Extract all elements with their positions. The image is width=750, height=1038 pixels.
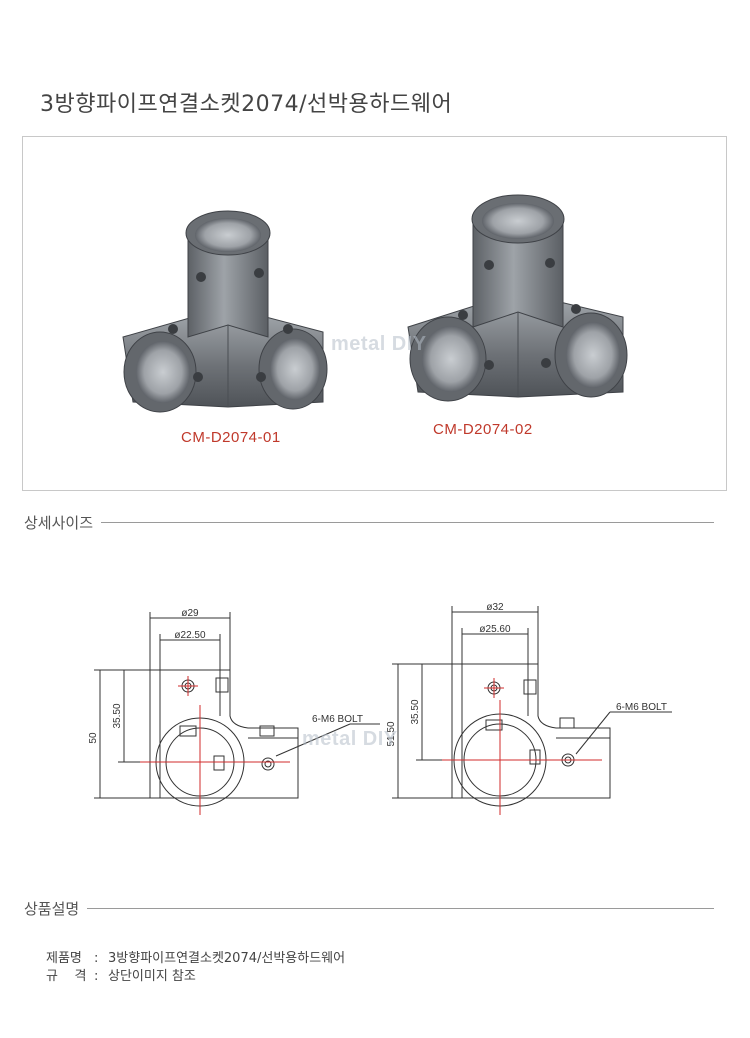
dim-1-height: 50 — [88, 732, 99, 744]
section-product-desc: 상품설명 — [24, 898, 714, 918]
drawing-1 — [94, 612, 380, 807]
dim-2-height: 51.50 — [386, 721, 397, 746]
info-label: 제품명 — [46, 951, 82, 966]
dim-2-inner-height: 35.50 — [410, 699, 421, 724]
dim-1-inner-dia: ø22.50 — [174, 630, 206, 641]
dim-1-outer-dia: ø29 — [181, 608, 199, 619]
technical-drawing: ø29 ø22.50 50 35.50 6-M6 BOLT — [88, 602, 672, 815]
dim-2-inner-dia: ø25.60 — [479, 624, 511, 635]
dim-2-bolt: 6-M6 BOLT — [616, 702, 667, 713]
info-label: 규 격 — [46, 969, 87, 984]
product-info: 제품명 : 3방향파이프연결소켓2074/선박용하드웨어 규 격 : 상단이미지… — [46, 950, 345, 986]
page-title: 3방향파이프연결소켓2074/선박용하드웨어 — [40, 92, 453, 117]
info-row-spec: 규 격 : 상단이미지 참조 — [46, 968, 345, 986]
dim-1-inner-height: 35.50 — [112, 703, 123, 728]
dim-1-bolt: 6-M6 BOLT — [312, 714, 363, 725]
fitting-2-image — [407, 194, 628, 402]
product-photo-frame: metal DIY CM-D2074-01 CM-D2074-02 — [22, 136, 727, 491]
model-label-2: CM-D2074-02 — [433, 421, 533, 438]
watermark: metal DIY — [331, 333, 427, 355]
info-separator: : — [94, 951, 99, 966]
drawing-2-centerlines — [442, 678, 602, 815]
info-value: 3방향파이프연결소켓2074/선박용하드웨어 — [108, 951, 346, 966]
model-label-1: CM-D2074-01 — [181, 429, 281, 446]
dim-2-outer-dia: ø32 — [486, 602, 504, 613]
product-photo — [122, 194, 628, 413]
section-title: 상품설명 — [24, 899, 80, 918]
info-separator: : — [94, 969, 99, 984]
section-divider — [87, 907, 714, 909]
drawing-watermark: metal DIY — [302, 728, 398, 750]
info-row-name: 제품명 : 3방향파이프연결소켓2074/선박용하드웨어 — [46, 950, 345, 968]
section-detail-size: 상세사이즈 — [24, 512, 714, 532]
section-title: 상세사이즈 — [24, 513, 94, 532]
section-divider — [101, 521, 714, 523]
info-value: 상단이미지 참조 — [108, 969, 196, 984]
fitting-1-image — [122, 210, 328, 413]
drawing-1-centerlines — [140, 676, 290, 815]
